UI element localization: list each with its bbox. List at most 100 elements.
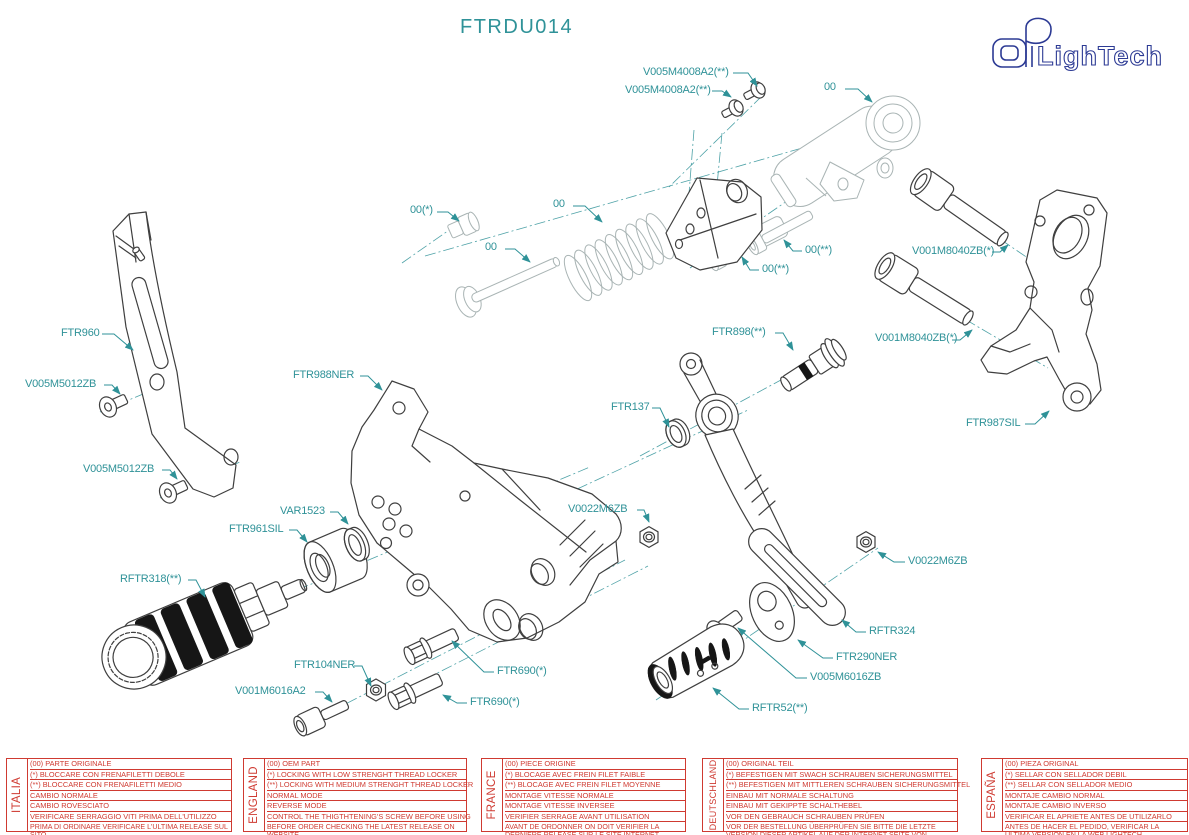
part-master-cylinder bbox=[749, 95, 921, 249]
part-label-oo-spring: 00 bbox=[553, 198, 565, 210]
part-label-oo-bolt-1: 00(**) bbox=[805, 244, 832, 256]
part-ftr988ner-bracket bbox=[350, 380, 622, 643]
part-label-v0022m6zb-2: V0022M6ZB bbox=[908, 555, 968, 567]
legend-row: (00) PIECE ORIGINE bbox=[505, 759, 685, 770]
legend-row: (*) BLOCAGE AVEC FREIN FILET FAIBLE bbox=[505, 770, 685, 780]
legend-note: PRIMA DI ORDINARE VERIFICARE L'ULTIMA RE… bbox=[30, 823, 228, 835]
legend-row: (*) SELLAR CON SELLADOR DEBIL bbox=[1005, 770, 1187, 780]
part-ftr898-pin bbox=[780, 338, 847, 392]
part-label-v001m6016a2: V001M6016A2 bbox=[235, 685, 306, 697]
lightech-logo: LighTech bbox=[992, 17, 1163, 72]
legend-row: (00) ORIGINAL TEIL bbox=[726, 759, 957, 770]
part-bolt-v001m8040zb-1 bbox=[909, 168, 1009, 247]
legend-row: (**) LOCKING WITH MEDIUM STRENGHT THREAD… bbox=[267, 780, 474, 791]
legend-lang-espana: ESPAÑA bbox=[982, 759, 1003, 831]
part-ftr960-heel-guard bbox=[112, 211, 239, 498]
legend-table-france: FRANCE (00) PIECE ORIGINE (*) BLOCAGE AV… bbox=[481, 758, 686, 835]
part-rftr324-arm bbox=[748, 528, 846, 626]
part-label-ftr988ner: FTR988NER bbox=[293, 369, 355, 381]
part-label-oo-pin: 00(*) bbox=[410, 204, 433, 216]
legend-lang-england: ENGLAND bbox=[244, 759, 265, 831]
part-label-ftr960: FTR960 bbox=[61, 327, 100, 339]
part-screw-v005m4008a2-2 bbox=[721, 99, 744, 119]
legend-row: CAMBIO NORMALE bbox=[30, 791, 231, 801]
legend-note: BEFORE ORDER CHECKING THE LATEST RELEASE… bbox=[267, 823, 455, 835]
part-label-ftr104ner: FTR104NER bbox=[294, 659, 356, 671]
part-label-oo-master: 00 bbox=[824, 81, 836, 93]
part-rftr318-footpeg bbox=[101, 578, 308, 690]
part-ftr987sil-bracket bbox=[980, 189, 1108, 412]
part-oem-bushing bbox=[447, 211, 480, 239]
part-ftr137-washer bbox=[665, 418, 691, 448]
part-label-rftr324: RFTR324 bbox=[869, 625, 916, 637]
part-rftr52-toe-peg bbox=[647, 623, 745, 699]
part-ftr290ner-link bbox=[749, 582, 795, 642]
legend-table-espana: ESPAÑA (00) PIEZA ORIGINAL (*) SELLAR CO… bbox=[981, 758, 1188, 835]
part-nut-v0022m6zb-2 bbox=[856, 531, 876, 553]
part-label-ftr961sil: FTR961SIL bbox=[229, 523, 284, 535]
legend-row: (**) BEFESTIGEN MIT MITTLEREN SCHRAUBEN … bbox=[726, 780, 971, 791]
part-ftr690-bolt-2 bbox=[387, 673, 443, 711]
legend-row: EINBAU MIT NORMALE SCHALTUNG bbox=[726, 791, 957, 801]
part-label-v005m6016zb: V005M6016ZB bbox=[810, 671, 882, 683]
part-label-rftr318: RFTR318(**) bbox=[120, 573, 182, 585]
legend-row: (00) OEM PART bbox=[267, 759, 466, 770]
legend-row: (*) BEFESTIGEN MIT SWACH SCHRAUBEN SICHE… bbox=[726, 770, 957, 780]
part-screw-v005m4008a2-1 bbox=[743, 81, 766, 101]
legend-row: REVERSE MODE bbox=[267, 801, 466, 812]
part-bolt-v001m8040zb-2 bbox=[874, 252, 974, 326]
part-label-rftr52: RFTR52(**) bbox=[752, 702, 808, 714]
part-screw-v005m5012zb-2 bbox=[158, 480, 189, 504]
legend-row: MONTAJE CAMBIO NORMAL bbox=[1005, 791, 1187, 801]
legend-row: NORMAL MODE bbox=[267, 791, 466, 801]
part-label-ftr898: FTR898(**) bbox=[712, 326, 766, 338]
legend-row: (**) BLOCAGE AVEC FREIN FILET MOYENNE bbox=[505, 780, 685, 791]
part-label-v001m8040zb-1: V001M8040ZB(*) bbox=[912, 245, 995, 257]
legend-row: MONTAJE CAMBIO INVERSO bbox=[1005, 801, 1187, 812]
legend-lang-france: FRANCE bbox=[482, 759, 503, 831]
lightech-logo-text: LighTech bbox=[1037, 41, 1163, 71]
legend-row: (**) SELLAR CON SELLADOR MEDIO bbox=[1005, 780, 1187, 791]
part-label-ftr690-2: FTR690(*) bbox=[470, 696, 520, 708]
part-label-v005m4008a2-2: V005M4008A2(**) bbox=[625, 84, 711, 96]
legend-row: (00) PARTE ORIGINALE bbox=[30, 759, 231, 770]
legend-row: (*) LOCKING WITH LOW STRENGHT THREAD LOC… bbox=[267, 770, 466, 780]
legend-note: AVANT DE ORDONNER ON DOIT VERIFIER LA DE… bbox=[505, 823, 660, 835]
legend-row: (**) BLOCCARE CON FRENAFILETTI MEDIO bbox=[30, 780, 231, 791]
legend-row: CONTROL THE THIGTHTENING'S SCREW BEFORE … bbox=[267, 811, 471, 822]
part-screw-v005m5012zb-1 bbox=[98, 394, 129, 418]
legend-row: (00) PIEZA ORIGINAL bbox=[1005, 759, 1187, 770]
part-return-spring bbox=[563, 213, 675, 302]
part-nut-v0022m6zb-1 bbox=[639, 526, 659, 548]
part-label-oo-bolt-2: 00(**) bbox=[762, 263, 789, 275]
part-var1523-washer bbox=[343, 526, 370, 562]
drawing-code-title: FTRDU014 bbox=[460, 16, 574, 38]
legend-lang-italia: ITALIA bbox=[7, 759, 28, 831]
legend-row: VOR DEN GEBRAUCH SCHRAUBEN PRÜFEN bbox=[726, 812, 957, 822]
legend-note: ANTES DE HACER EL PEDIDO, VERIFICAR LA U… bbox=[1005, 823, 1159, 835]
part-label-ftr987sil: FTR987SIL bbox=[966, 417, 1021, 429]
legend-table-deutschland: DEUTSCHLAND (00) ORIGINAL TEIL (*) BEFES… bbox=[702, 758, 971, 835]
part-label-var1523: VAR1523 bbox=[280, 505, 325, 517]
legend-row: VERIFICAR EL APRIETE ANTES DE UTILIZARLO bbox=[1005, 812, 1187, 822]
legend-row: CAMBIO ROVESCIATO bbox=[30, 801, 231, 812]
legend-row: VERIFICARE SERRAGGIO VITI PRIMA DELL'UTI… bbox=[30, 812, 231, 822]
part-ftr690-bolt-1 bbox=[403, 628, 459, 666]
legend-row: VERIFIER SERRAGE AVANT UTILISATION bbox=[505, 812, 685, 822]
legend-row: MONTAGE VITESSE INVERSEE bbox=[505, 801, 685, 812]
part-label-ftr290ner: FTR290NER bbox=[836, 651, 898, 663]
legend-table-italia: ITALIA (00) PARTE ORIGINALE (*) BLOCCARE… bbox=[6, 758, 232, 835]
part-label-v005m4008a2-1: V005M4008A2(**) bbox=[643, 66, 729, 78]
legend-row: (*) BLOCCARE CON FRENAFILETTI DEBOLE bbox=[30, 770, 231, 780]
part-label-v005m5012zb-1: V005M5012ZB bbox=[25, 378, 97, 390]
part-push-rod bbox=[455, 256, 561, 318]
legend-lang-deutschland: DEUTSCHLAND bbox=[703, 759, 724, 831]
part-label-ftr137: FTR137 bbox=[611, 401, 650, 413]
leader-lines bbox=[102, 72, 1050, 710]
legend-note: VOR DER BESTELLUNG ÜBERPRÜFEN SIE BITTE … bbox=[726, 823, 936, 835]
part-sensor-bracket bbox=[665, 177, 763, 271]
part-label-v005m5012zb-2: V005M5012ZB bbox=[83, 463, 155, 475]
lightech-monogram-icon bbox=[992, 17, 1052, 68]
part-label-v0022m6zb-1: V0022M6ZB bbox=[568, 503, 628, 515]
